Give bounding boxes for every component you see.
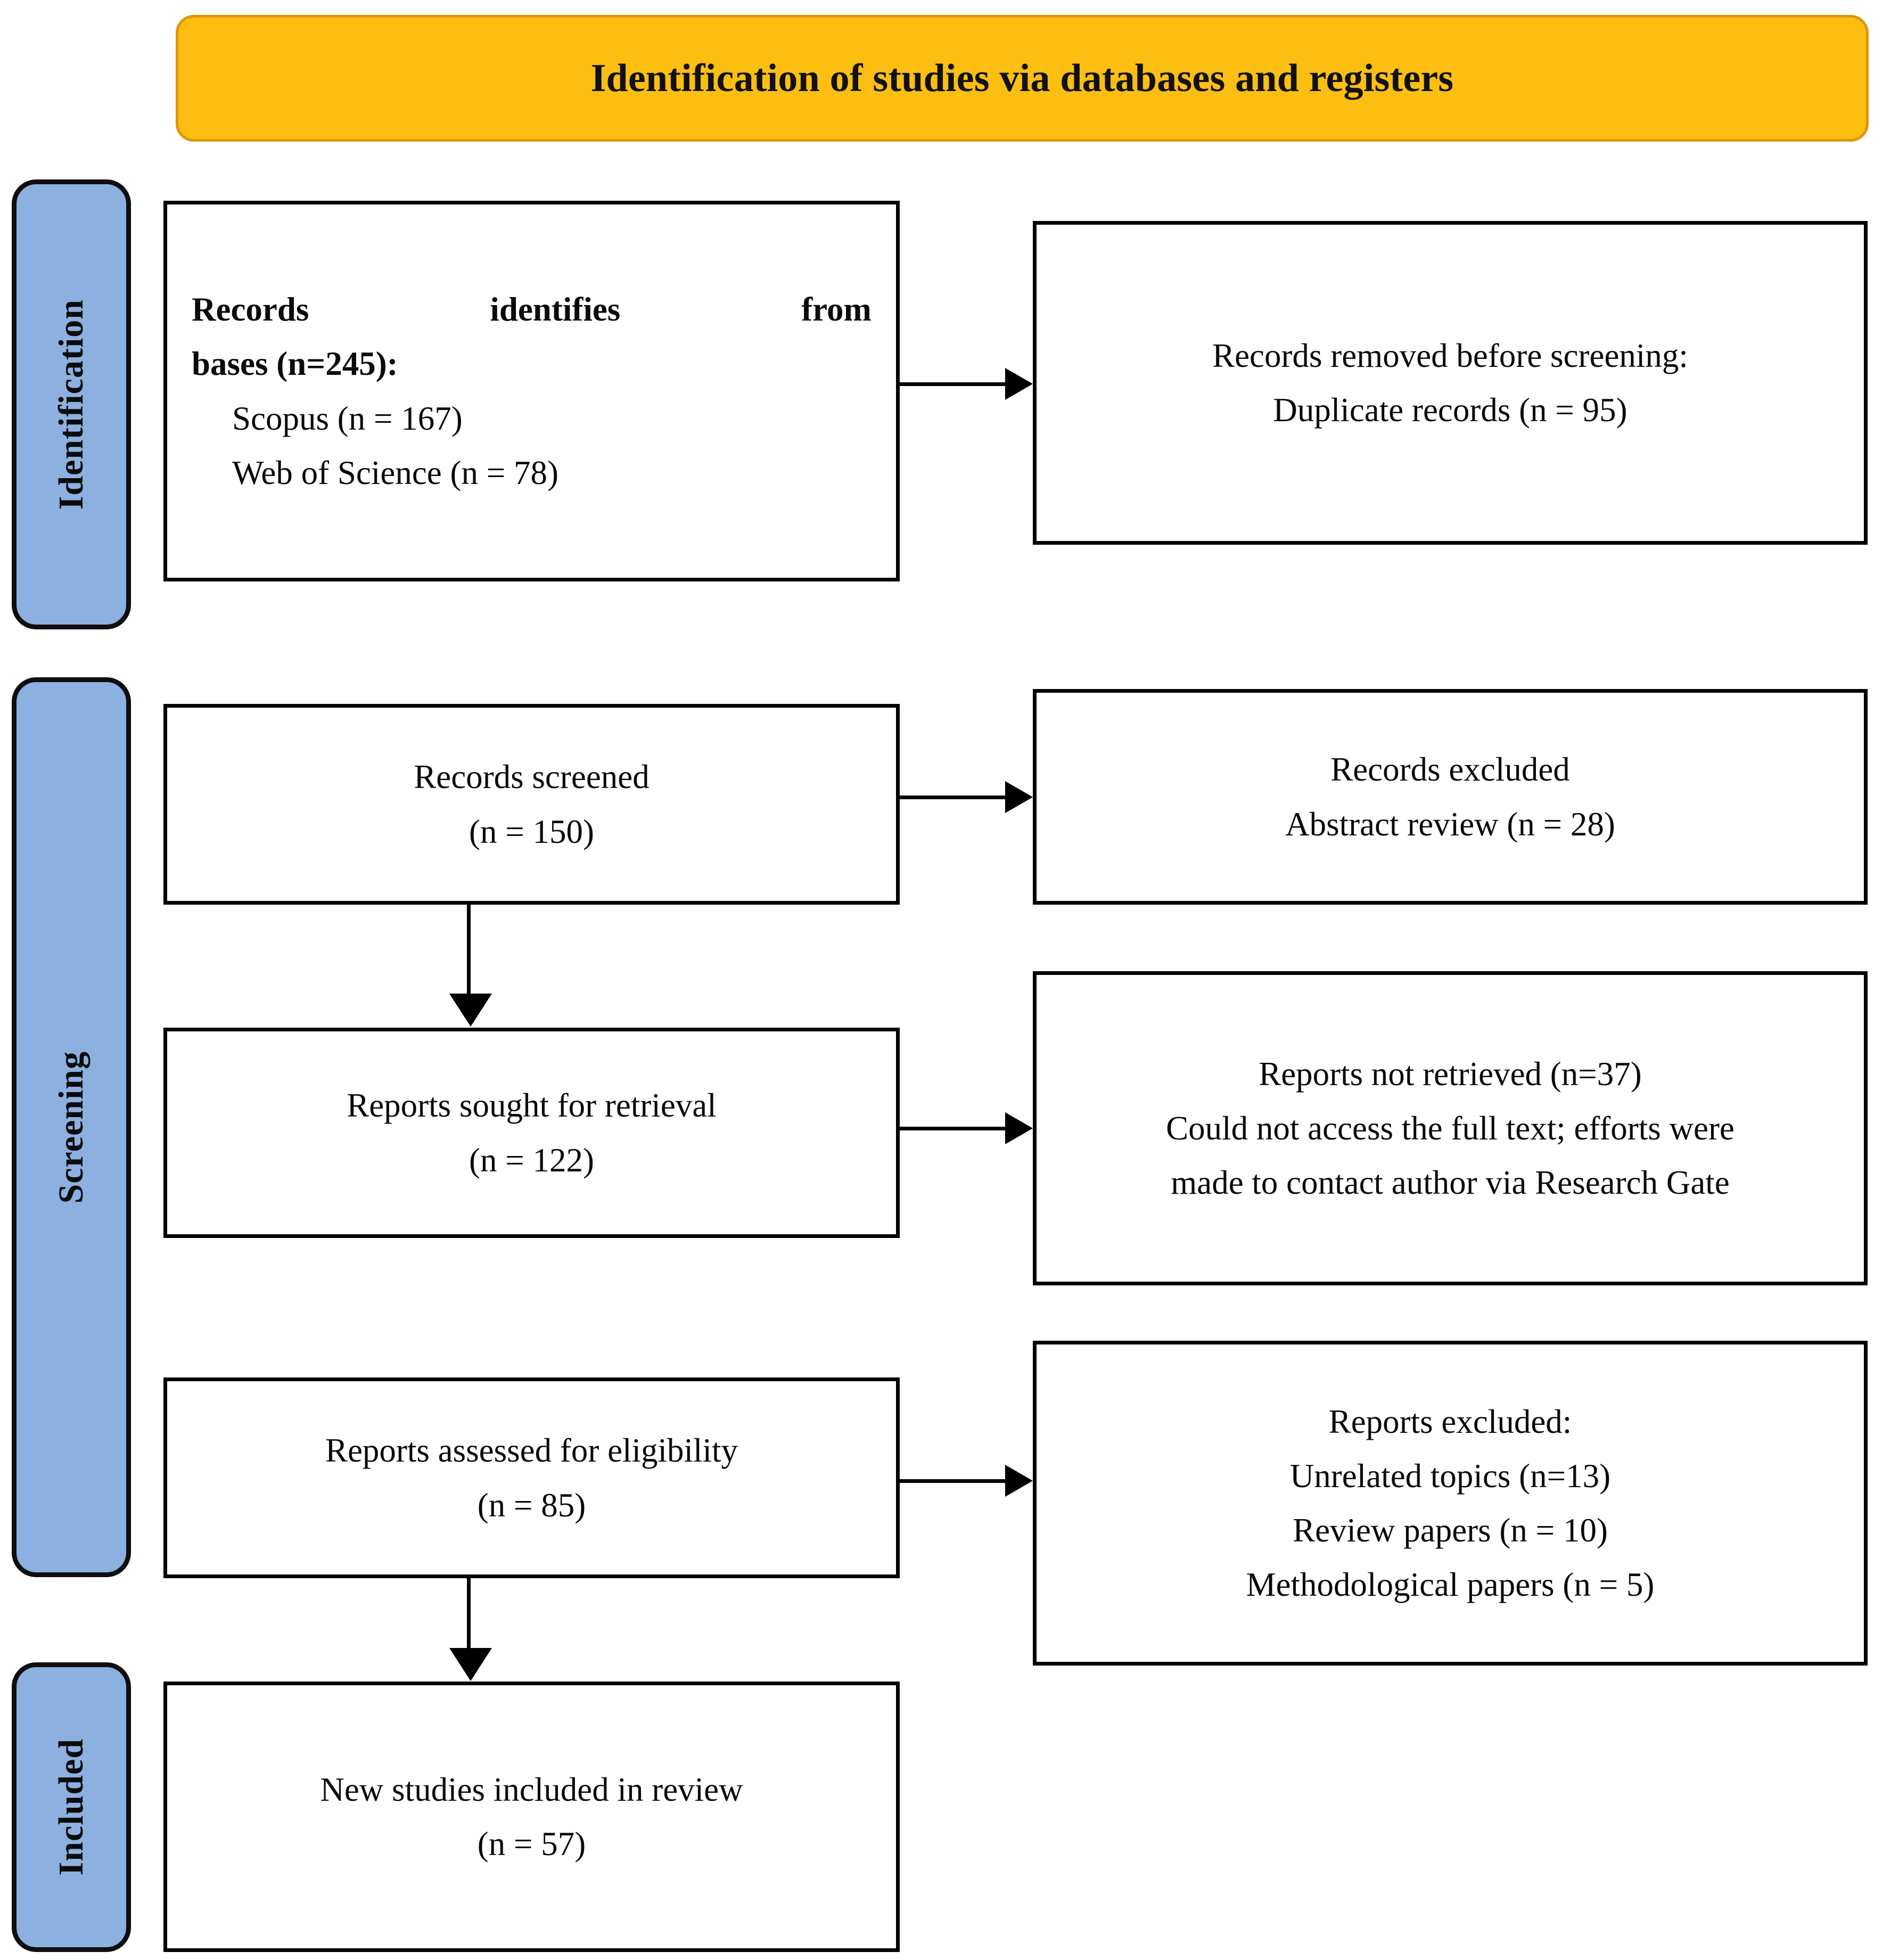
- box-reports-not-retrieved: Reports not retrieved (n=37) Could not a…: [1033, 971, 1868, 1285]
- stage-tab-identification-label: Identification: [52, 299, 91, 510]
- connector-screened-to-excluded-line: [900, 796, 1005, 799]
- box-reports-assessed-line1: Reports assessed for eligibility: [325, 1432, 738, 1470]
- box-new-studies-line1: New studies included in review: [320, 1770, 743, 1808]
- box-reports-not-retrieved-line3: made to contact author via Research Gate: [1171, 1164, 1730, 1202]
- box-records-identified: Records identifies from bases (n=245): S…: [163, 201, 900, 581]
- box-new-studies-included: New studies included in review (n = 57): [163, 1682, 900, 1952]
- connector-assessed-to-new-studies-line: [467, 1578, 471, 1650]
- connector-sought-to-not-retrieved-line: [900, 1127, 1005, 1130]
- box-reports-excluded-line4: Methodological papers (n = 5): [1246, 1566, 1655, 1604]
- box-records-identified-wos: Web of Science (n = 78): [232, 454, 558, 491]
- box-reports-excluded-line2: Unrelated topics (n=13): [1289, 1457, 1611, 1495]
- box-records-identified-heading-line1: Records identifies from: [192, 291, 872, 329]
- box-reports-excluded-line3: Review papers (n = 10): [1293, 1512, 1608, 1549]
- page-title: Identification of studies via databases …: [590, 56, 1454, 100]
- connector-assessed-to-excluded-line: [900, 1479, 1005, 1483]
- stage-tab-screening: Screening: [12, 677, 131, 1577]
- stage-tab-included: Included: [12, 1662, 131, 1952]
- box-records-removed: Records removed before screening: Duplic…: [1033, 221, 1868, 545]
- box-records-removed-line1: Records removed before screening:: [1212, 337, 1688, 374]
- stage-tab-identification: Identification: [12, 179, 131, 629]
- stage-tab-included-label: Included: [52, 1738, 91, 1876]
- box-records-excluded-line2: Abstract review (n = 28): [1285, 805, 1615, 843]
- box-records-excluded: Records excluded Abstract review (n = 28…: [1033, 689, 1868, 905]
- box-reports-not-retrieved-line2: Could not access the full text; efforts …: [1166, 1109, 1734, 1147]
- box-records-excluded-line1: Records excluded: [1330, 751, 1570, 789]
- connector-identified-to-removed-line: [900, 382, 1005, 386]
- stage-tab-screening-label: Screening: [52, 1051, 91, 1204]
- box-reports-assessed-for-eligibility: Reports assessed for eligibility (n = 85…: [163, 1377, 900, 1578]
- connector-screened-to-excluded-arrowhead-icon: [1005, 781, 1033, 813]
- connector-identified-to-removed-arrowhead-icon: [1005, 368, 1033, 400]
- box-records-identified-scopus: Scopus (n = 167): [232, 399, 463, 437]
- box-records-screened-line2: (n = 150): [469, 813, 594, 850]
- diagram-header-banner: Identification of studies via databases …: [176, 15, 1869, 142]
- box-reports-not-retrieved-line1: Reports not retrieved (n=37): [1259, 1055, 1642, 1093]
- box-reports-excluded-line1: Reports excluded:: [1328, 1403, 1572, 1440]
- box-records-screened-line1: Records screened: [414, 758, 650, 796]
- box-reports-sought-for-retrieval: Reports sought for retrieval (n = 122): [163, 1028, 900, 1238]
- box-records-removed-line2: Duplicate records (n = 95): [1273, 391, 1627, 429]
- box-records-screened: Records screened (n = 150): [163, 704, 900, 905]
- connector-assessed-to-new-studies-arrowhead-icon: [449, 1648, 492, 1681]
- box-records-identified-heading: Records identifies from bases (n=245):: [192, 282, 872, 391]
- box-reports-excluded: Reports excluded: Unrelated topics (n=13…: [1033, 1341, 1868, 1666]
- connector-assessed-to-excluded-arrowhead-icon: [1005, 1465, 1033, 1497]
- box-reports-sought-line2: (n = 122): [469, 1141, 594, 1179]
- box-reports-assessed-line2: (n = 85): [477, 1486, 586, 1524]
- connector-screened-to-sought-arrowhead-icon: [449, 994, 492, 1027]
- box-new-studies-line2: (n = 57): [477, 1825, 586, 1863]
- connector-sought-to-not-retrieved-arrowhead-icon: [1005, 1112, 1033, 1144]
- connector-screened-to-sought-line: [467, 905, 471, 995]
- box-records-identified-heading-line2: bases (n=245):: [192, 345, 398, 383]
- box-reports-sought-line1: Reports sought for retrieval: [347, 1087, 717, 1125]
